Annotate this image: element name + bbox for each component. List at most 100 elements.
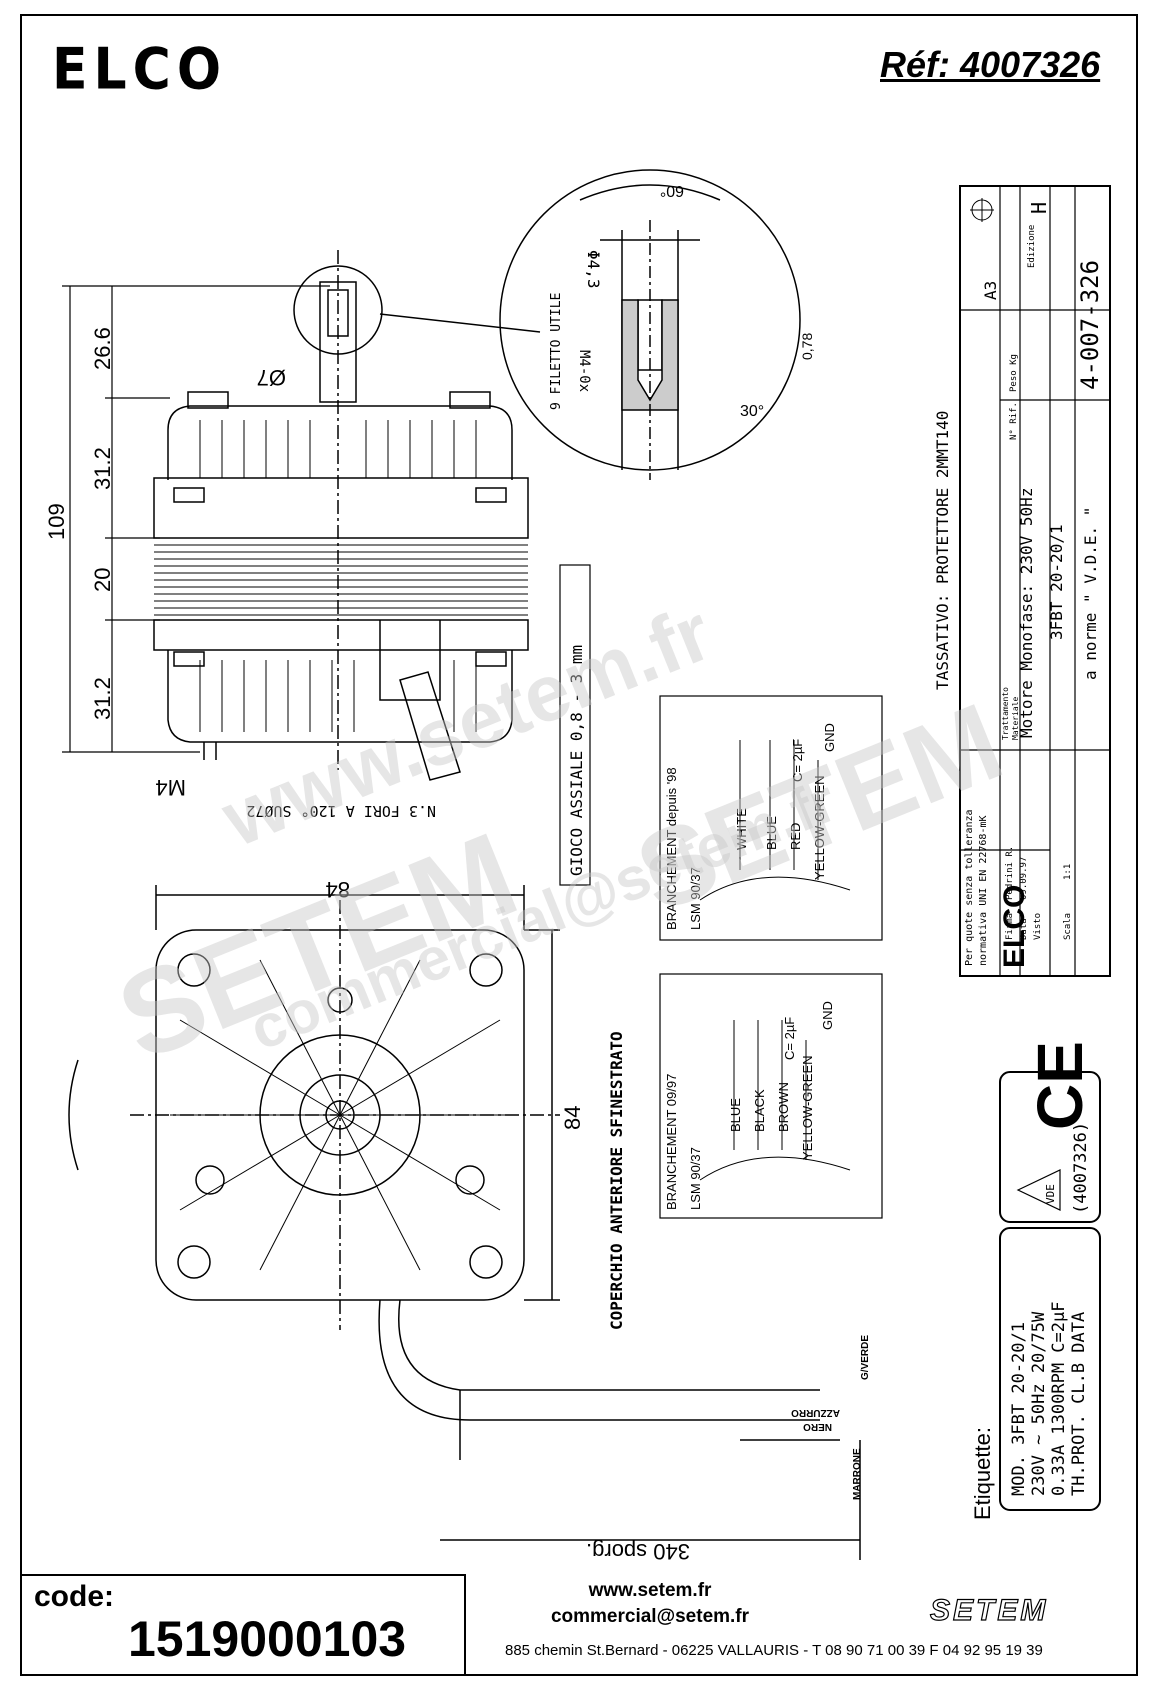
desc-line1: Motore Monofase: 230V 50Hz [1017,488,1036,738]
w1-model: LSM 90/37 [688,867,703,930]
w2-gnd: GND [820,1001,835,1030]
data-value: 09.09.97 [1019,857,1029,900]
w1-cap: C= 2µF [790,739,805,782]
w1-wire-red: RED [788,823,803,850]
w2-wire-blue: BLUE [728,1098,743,1132]
w1-title: BRANCHEMENT depuis '98 [664,767,679,930]
code-label: code: [34,1580,115,1613]
elco-logo: ELCO [52,37,228,103]
dim-31-2-bottom: 31.2 [90,677,115,720]
detail-texts: 60° Φ4,3 9 FILETTO UTILE M4-0x 0,78 30° [549,182,815,420]
w2-wire-brown: BROWN [776,1082,791,1132]
nrif-label: N° Rif. [1009,402,1019,440]
front-dims: 84 84 340 sporg. [326,877,690,1564]
edition-letter: H [1027,202,1051,214]
dim-109: 109 [44,503,69,540]
materiale-label: Materiale [1011,696,1020,740]
detail-078: 0,78 [799,333,815,360]
desc-line2: 3FBT 20-20/1 [1047,524,1066,640]
detail-60: 60° [660,182,684,199]
w2-wire-black: BLACK [752,1089,767,1132]
code-value: 1519000103 [128,1611,407,1667]
detail-m4ox: M4-0x [576,350,592,392]
website-link[interactable]: www.setem.fr [588,1580,712,1601]
shaft-detail [499,169,801,480]
gioco-box: GIOCO ASSIALE 0,8 - 3 mm [559,564,591,886]
data-label: Data [1019,918,1029,940]
cooling-fins [199,420,477,732]
gioco-text: GIOCO ASSIALE 0,8 - 3 mm [567,645,586,876]
w1-wire-blue: BLUE [764,816,779,850]
titleblock-logo: ELCO [998,885,1031,968]
label-line3: 0.33A 1300RPM C=2µF [1049,1302,1069,1496]
w1-wire-yg: YELLOW-GREEN [812,775,827,880]
w1-wire-white: WHITE [734,808,749,850]
contact-block: www.setem.fr commercial@setem.fr [470,1578,830,1630]
ce-mark: CE [1024,1041,1096,1130]
trattamento-label: Trattamento [1001,687,1010,740]
scala-label: Scala [1063,913,1073,940]
stator-laminations [154,544,528,616]
edizione-label: Edizione [1027,225,1037,268]
code-box [20,1574,466,1676]
vde-mark: VDE [1044,1184,1057,1204]
wiring-depuis-98: BRANCHEMENT depuis '98 LSM 90/37 WHITE B… [664,723,837,930]
drawing-frame [20,14,1138,1676]
w2-cap: C= 2µF [782,1017,797,1060]
cable-green: G/VERDE [860,1335,871,1380]
wiring-lines [699,740,851,1181]
thread-m4: M4 [155,775,186,800]
dim-26-6: 26.6 [90,327,115,370]
detail-phi: Φ4,3 [584,250,603,289]
dim-width-84: 84 [326,877,350,902]
shaft-dims: Ø7 M4 N.3 FORI A 120° SUØ72 [155,365,436,820]
note-line1: Per quote senza tolleranza [964,809,975,966]
reference-number: Réf: 4007326 [880,44,1101,85]
firma-label: Firma [1005,913,1015,940]
shaft-diameter: Ø7 [257,365,286,390]
label-line4: TH.PROT. CL.B DATA [1069,1312,1089,1496]
label-line2: 230V ~ 50Hz 20/75W [1029,1311,1049,1496]
setem-logo: SETEM [929,1593,1049,1627]
title-block [959,185,1111,977]
motor-front-view [68,885,861,1560]
label-ref: (4007326) [1071,1122,1091,1214]
dim-height-84: 84 [560,1106,585,1130]
scala-value: 1:1 [1063,864,1073,880]
format-a3: A3 [981,281,1000,300]
wiring-boxes [659,695,883,1219]
cable-black: NERO [803,1421,832,1432]
left-dim-texts: 26.6 31.2 20 31.2 109 [44,327,115,720]
holes-note: N.3 FORI A 120° SUØ72 [246,802,436,820]
cable-brown: MARRONE [852,1448,863,1500]
etiquette-title: Etiquette: [970,1427,995,1520]
w2-wire-yg: YELLOW-GREEN [800,1055,815,1160]
label-texts: Etiquette: MOD. 3FBT 20-20/1 230V ~ 50Hz… [970,1041,1096,1520]
w2-title: BRANCHEMENT 09/97 [664,1074,679,1210]
title-block-texts: TASSATIVO: PROTETTORE 2MMT140 A3 Edizion… [933,202,1104,966]
front-fins [170,959,510,1271]
email-link[interactable]: commercial@setem.fr [550,1606,750,1627]
w2-model: LSM 90/37 [688,1147,703,1210]
note-line2: normativa UNI EN 22768-mK [978,815,989,966]
dim-31-2-top: 31.2 [90,447,115,490]
label-box [999,1071,1101,1511]
drawing-number: 4-007-326 [1076,260,1104,390]
cable-blue: AZZURRO [791,1407,840,1418]
wiring-09-97: BRANCHEMENT 09/97 LSM 90/37 BLUE BLACK B… [664,1001,835,1210]
label-line1: MOD. 3FBT 20-20/1 [1009,1322,1029,1496]
left-dimensions [62,285,330,753]
detail-filetto: 9 FILETTO UTILE [549,293,564,410]
cable-labels: G/VERDE AZZURRO NERO MARRONE [791,1335,871,1500]
visto-label: Visto [1033,913,1043,940]
dim-20: 20 [90,568,115,592]
address-line: 885 chemin St.Bernard - 06225 VALLAURIS … [505,1642,1043,1659]
dim-cable-340: 340 sporg. [586,1539,690,1564]
w1-gnd: GND [822,723,837,752]
detail-30: 30° [740,403,764,420]
peso-label: Peso Kg [1009,354,1019,392]
desc-line3: a norme " V.D.E. " [1081,507,1100,680]
firma-value: Pedrini R. [1005,846,1015,900]
tassativo: TASSATIVO: PROTETTORE 2MMT140 [933,411,952,690]
